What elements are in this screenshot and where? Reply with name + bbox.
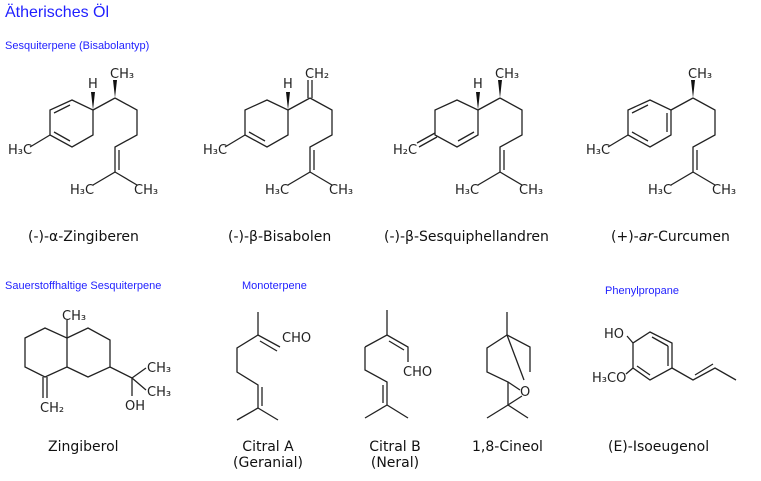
atom-label-h3co: H₃CO <box>592 371 626 386</box>
compound-name-sesquiphellandren: (-)-β-Sesquiphellandren <box>384 229 549 245</box>
atom-label-h: H <box>88 77 98 92</box>
section-label-oxygen-sesquiterpene: Sauerstoffhaltige Sesquiterpene <box>5 280 162 292</box>
name-line: Citral B <box>369 439 421 455</box>
structure-citral-a: CHO <box>236 312 311 421</box>
atom-label-h2c: H₂C <box>393 143 417 158</box>
atom-label-ch3: CH₃ <box>688 67 712 82</box>
atom-label-ch3: CH₃ <box>147 385 171 400</box>
compound-name-cineol: 1,8-Cineol <box>472 439 543 455</box>
compound-name-isoeugenol: (E)-Isoeugenol <box>608 439 710 455</box>
page-title: Ätherisches Öl <box>5 4 110 21</box>
structure-zingiberol: CH₃ CH₂ CH₃ CH₃ OH <box>24 309 171 416</box>
atom-label-h3c: H₃C <box>8 143 32 158</box>
structure-isoeugenol: HO H₃CO <box>592 327 737 386</box>
structure-citral-b: CHO <box>364 310 432 419</box>
name-line: Citral A <box>242 439 294 455</box>
compound-name-curcumen: (+)-ar-Curcumen <box>611 229 730 245</box>
atom-label-ch3: CH₃ <box>147 361 171 376</box>
atom-label-oh: OH <box>125 399 145 414</box>
atom-label-h3c: H₃C <box>586 143 610 158</box>
name-line: (Geranial) <box>233 455 303 471</box>
name-part: (+)- <box>611 229 639 245</box>
atom-label-o: O <box>520 385 530 400</box>
atom-label-ch2: CH₂ <box>40 401 64 416</box>
atom-label-ch3: CH₃ <box>110 67 134 82</box>
name-part-italic: ar <box>638 229 654 245</box>
section-label-monoterpene: Monoterpene <box>242 280 307 292</box>
atom-label-h: H <box>283 77 293 92</box>
section-label-sesquiterpene-bisabolan: Sesquiterpene (Bisabolantyp) <box>5 40 150 52</box>
structure-sesquiphellandren: H CH₃ H₂C H₃C CH₃ <box>393 67 543 198</box>
atom-label-h3c: H₃C <box>648 183 672 198</box>
atom-label-ch3: CH₃ <box>62 309 86 324</box>
compound-name-citral-a: Citral A(Geranial) <box>230 439 306 471</box>
atom-label-ho: HO <box>604 327 624 342</box>
atom-label-cho: CHO <box>282 331 311 346</box>
structure-curcumen: CH₃ H₃C H₃C CH₃ <box>586 67 736 198</box>
atom-label-cho: CHO <box>403 365 432 380</box>
name-part: -Curcumen <box>653 229 730 245</box>
atom-label-ch3: CH₃ <box>519 183 543 198</box>
compound-name-zingiberen: (-)-α-Zingiberen <box>28 229 139 245</box>
atom-label-ch3: CH₃ <box>712 183 736 198</box>
atom-label-h3c: H₃C <box>455 183 479 198</box>
atom-label-ch3: CH₃ <box>329 183 353 198</box>
atom-label-ch2: CH₂ <box>305 67 329 82</box>
atom-label-h: H <box>473 77 483 92</box>
name-line: (Neral) <box>370 455 420 471</box>
atom-label-ch3: CH₃ <box>134 183 158 198</box>
compound-name-bisabolen: (-)-β-Bisabolen <box>228 229 332 245</box>
structure-zingiberen: H CH₃ H₃C H₃C CH₃ <box>8 67 158 198</box>
compound-name-citral-b: Citral B(Neral) <box>360 439 430 471</box>
compound-name-zingiberol: Zingiberol <box>48 439 119 455</box>
structure-cineol: O <box>486 312 531 419</box>
atom-label-h3c: H₃C <box>203 143 227 158</box>
atom-label-ch3: CH₃ <box>495 67 519 82</box>
structure-bisabolen: H CH₂ H₃C H₃C CH₃ <box>203 67 353 198</box>
section-label-phenylpropane: Phenylpropane <box>605 285 680 297</box>
atom-label-h3c: H₃C <box>70 183 94 198</box>
atom-label-h3c: H₃C <box>265 183 289 198</box>
